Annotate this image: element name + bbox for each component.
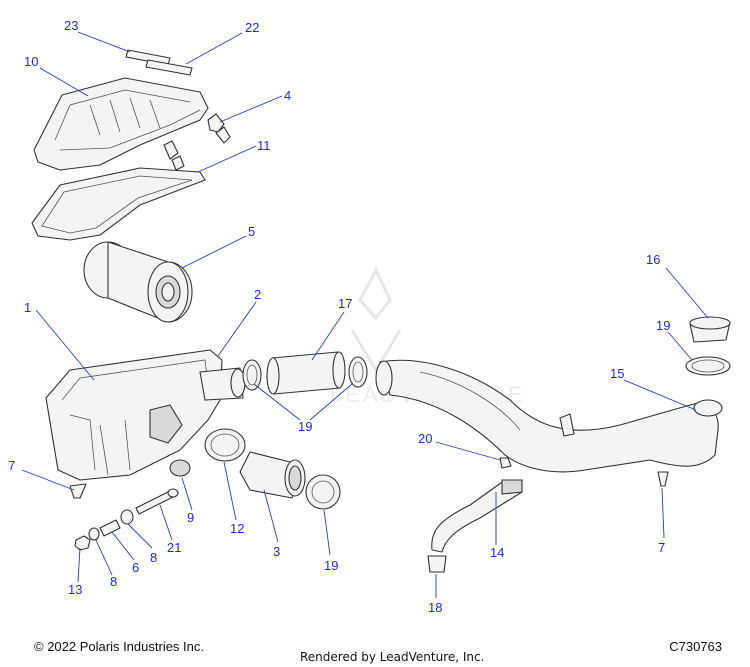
- callout-22: 22: [245, 20, 259, 35]
- callout-2: 2: [254, 287, 261, 302]
- drain-hose: [431, 479, 523, 553]
- label-strips: [125, 49, 193, 76]
- airbox-cover: [33, 77, 209, 171]
- callout-21: 21: [167, 540, 181, 555]
- throttle-boot: [239, 451, 306, 499]
- tube-clamp-right: [348, 356, 368, 388]
- callout-23: 23: [64, 18, 78, 33]
- callout-12: 12: [230, 521, 244, 536]
- callout-8-lower: 8: [110, 574, 117, 589]
- drain-cap: [427, 555, 447, 573]
- callout-15: 15: [610, 366, 624, 381]
- callout-6: 6: [132, 560, 139, 575]
- mount-bolt: [135, 488, 179, 515]
- cover-clips: [163, 113, 231, 171]
- diagram-code: C730763: [669, 639, 722, 654]
- airbox-housing: [45, 349, 246, 481]
- washer-upper: [120, 509, 134, 525]
- drain-plug-left: [69, 483, 87, 499]
- nut: [74, 535, 91, 551]
- callout-3: 3: [273, 544, 280, 559]
- boot-clamp: [305, 474, 341, 510]
- intake-duct: [375, 359, 723, 473]
- gasket-seal: [31, 167, 206, 241]
- washer-lower: [88, 527, 100, 541]
- callout-5: 5: [248, 224, 255, 239]
- callout-16: 16: [646, 252, 660, 267]
- callout-labels: 23 22 10 4 11 5 2 1 17 19 7 12 3 19 9 21…: [8, 18, 670, 615]
- callout-7-right: 7: [658, 540, 665, 555]
- callout-13: 13: [68, 582, 82, 597]
- callout-17: 17: [338, 296, 352, 311]
- callout-19-lower: 19: [324, 558, 338, 573]
- intake-clamp: [242, 359, 262, 391]
- leader-lines: [21, 31, 709, 598]
- grommet: [169, 459, 191, 477]
- spacer: [99, 519, 121, 537]
- callout-19-right: 19: [656, 318, 670, 333]
- coupler-clamp-left: [204, 428, 246, 462]
- copyright-text: © 2022 Polaris Industries Inc.: [34, 639, 204, 654]
- callout-4: 4: [284, 88, 291, 103]
- drain-plug-right: [657, 471, 669, 487]
- callout-10: 10: [24, 54, 38, 69]
- callout-20: 20: [418, 431, 432, 446]
- callout-1: 1: [24, 300, 31, 315]
- coupler-tube: [266, 351, 346, 395]
- duct-clamp: [685, 356, 731, 376]
- callout-11: 11: [257, 138, 271, 153]
- callout-18: 18: [428, 600, 442, 615]
- callout-7-left: 7: [8, 458, 15, 473]
- callout-9: 9: [187, 510, 194, 525]
- rendered-by-text: Rendered by LeadVenture, Inc.: [300, 650, 485, 664]
- duct-plug: [499, 457, 512, 469]
- duct-cap: [689, 316, 731, 343]
- callout-14: 14: [490, 545, 504, 560]
- callout-8-upper: 8: [150, 550, 157, 565]
- callout-19-upper: 19: [298, 419, 312, 434]
- air-filter: [83, 241, 193, 323]
